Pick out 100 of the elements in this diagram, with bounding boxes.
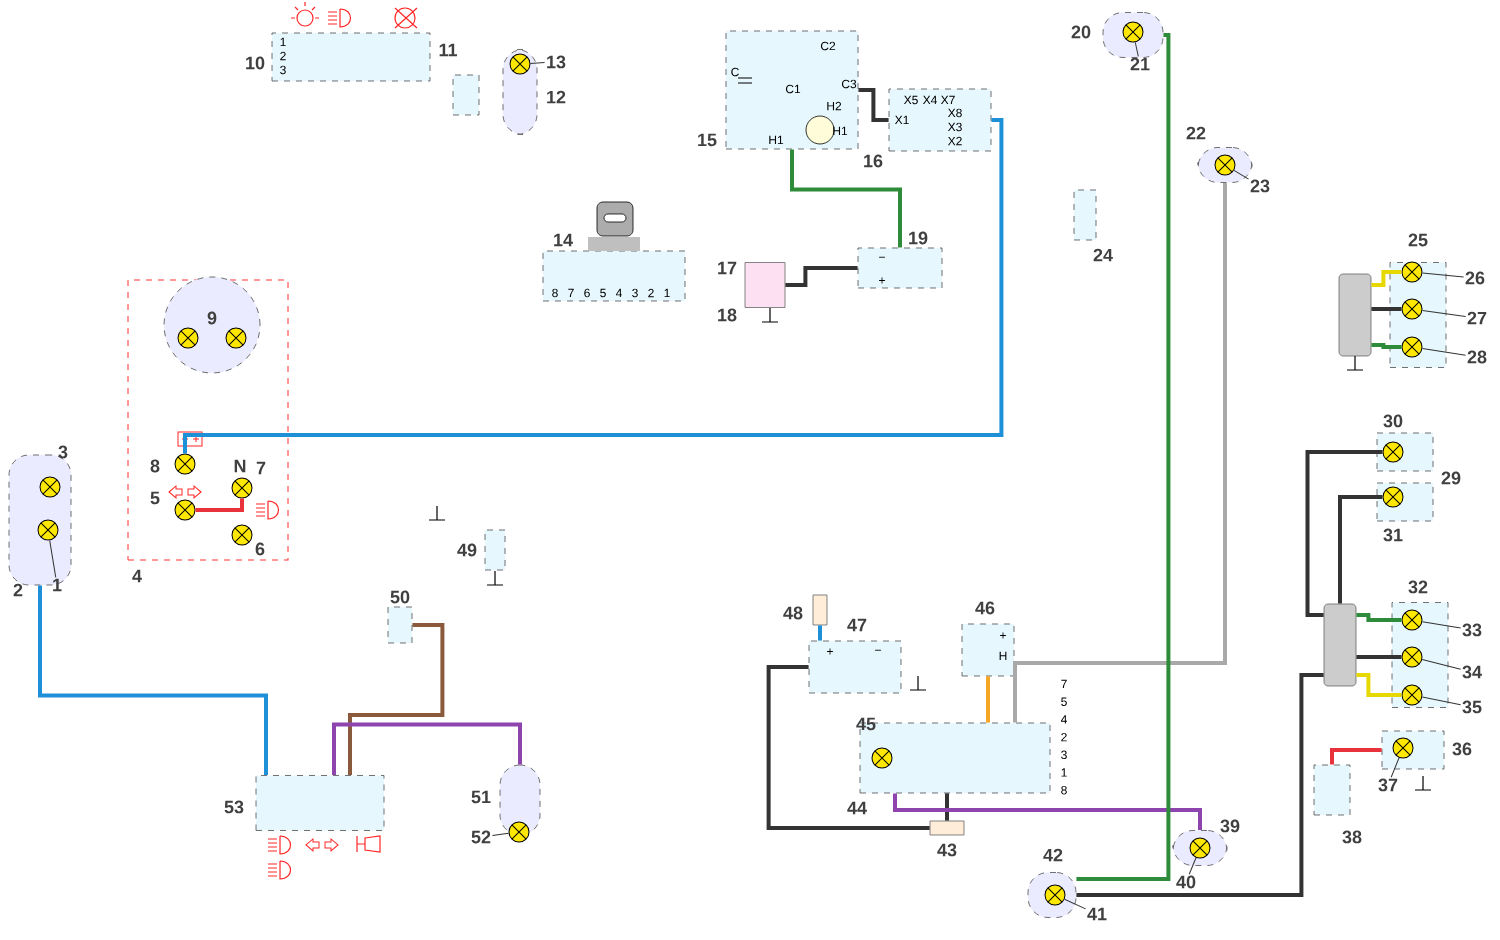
- callout-number: 27: [1467, 311, 1487, 325]
- terminal-label: 5: [600, 288, 606, 298]
- lamp: [1189, 837, 1211, 859]
- terminal-label: X4: [922, 95, 937, 105]
- callout-number: 9: [207, 311, 217, 325]
- wire: [790, 149, 902, 248]
- lamp-housing: [163, 276, 261, 374]
- callout-number: 45: [856, 717, 876, 731]
- battery-box: [808, 640, 902, 694]
- terminal-label: X7: [940, 95, 955, 105]
- callout-number: 42: [1043, 848, 1063, 862]
- lamp: [37, 519, 59, 541]
- callout-number: 48: [783, 606, 803, 620]
- terminal-label: −: [879, 256, 885, 258]
- ignition-switch-box: [542, 250, 686, 302]
- lamp: [174, 499, 196, 521]
- lamp: [1401, 336, 1423, 358]
- callout-number: 30: [1383, 414, 1403, 428]
- switch-box: [1073, 189, 1097, 241]
- callout-number: 13: [547, 55, 566, 69]
- terminal-label: +: [827, 648, 833, 655]
- callout-number: 35: [1462, 700, 1482, 714]
- terminal-label: C2: [820, 41, 836, 51]
- callout-number: 41: [1087, 907, 1107, 921]
- lamp: [1401, 684, 1423, 706]
- fuse: [929, 820, 965, 836]
- wire: [1356, 673, 1402, 697]
- terminal-label: X3: [947, 122, 962, 132]
- callout-number: 23: [1250, 179, 1270, 193]
- terminal-label: 4: [615, 288, 622, 298]
- lamp: [1122, 21, 1144, 43]
- leader-line: [1188, 857, 1197, 875]
- callout-number: 5: [150, 491, 160, 505]
- callout-number: 2: [13, 583, 23, 597]
- terminal-label: 6: [584, 288, 590, 298]
- spark-plug: [744, 262, 786, 308]
- wire: [858, 88, 889, 122]
- callout-number: 22: [1186, 126, 1206, 140]
- terminal-label: 1: [1061, 768, 1067, 777]
- terminal-block: [1338, 273, 1372, 357]
- leader-line: [1421, 309, 1467, 317]
- terminal-label: 3: [1061, 750, 1067, 760]
- terminal-label: X8: [947, 108, 962, 118]
- callout-number: 28: [1467, 350, 1487, 364]
- lamp-housing: [499, 764, 541, 836]
- wire: [332, 722, 522, 776]
- terminal-label: H1: [833, 126, 848, 136]
- leader-line: [1421, 696, 1462, 706]
- callout-number: 20: [1071, 25, 1091, 39]
- callout-number: 32: [1408, 580, 1428, 594]
- leader-line: [1390, 757, 1400, 778]
- callout-number: 19: [909, 231, 928, 245]
- callout-number: 26: [1465, 271, 1485, 285]
- callout-number: 6: [255, 542, 265, 556]
- lamp: [225, 327, 247, 349]
- terminal-label: H2: [827, 101, 842, 111]
- callout-number: 16: [864, 154, 883, 168]
- callout-number: 33: [1462, 623, 1482, 637]
- ignition-coil-box: [857, 247, 943, 289]
- terminal-label: 2: [648, 288, 654, 298]
- terminal-label: C1: [785, 84, 801, 94]
- leader-line: [1421, 272, 1465, 278]
- wire: [893, 793, 1202, 831]
- callout-number: 37: [1378, 778, 1398, 792]
- terminal-label: H: [999, 651, 1007, 661]
- lamp: [231, 524, 253, 546]
- leader-line: [1064, 898, 1087, 910]
- terminal-label: 2: [280, 51, 286, 61]
- callout-number: 36: [1452, 742, 1472, 756]
- terminal-label: H1: [769, 135, 784, 145]
- terminal-label: +: [1000, 632, 1006, 639]
- leader-line: [1421, 621, 1462, 629]
- terminal-label: 8: [552, 288, 558, 298]
- leader-line: [1233, 169, 1250, 180]
- wire: [1356, 655, 1402, 659]
- callout-number: 14: [554, 233, 573, 247]
- lamp-housing: [502, 49, 538, 135]
- wire: [1330, 748, 1382, 765]
- lamp: [1401, 646, 1423, 668]
- callout-number: 1: [53, 578, 62, 592]
- lamp: [1392, 737, 1414, 759]
- terminal-label: X2: [947, 136, 962, 146]
- leader-line: [1421, 659, 1462, 670]
- lamp: [508, 821, 530, 843]
- callout-number: 34: [1462, 665, 1482, 679]
- callout-number: 44: [847, 801, 867, 815]
- wire: [183, 118, 1004, 454]
- callout-number: 51: [471, 790, 491, 804]
- lamp: [1382, 441, 1404, 463]
- callout-number: 39: [1220, 819, 1240, 833]
- terminal-label: −: [875, 649, 881, 651]
- wire: [945, 793, 949, 821]
- callout-number: 40: [1176, 875, 1196, 889]
- wire: [1356, 613, 1402, 622]
- switch-box: [484, 529, 506, 571]
- callout-number: 17: [718, 261, 737, 275]
- generator-box: [725, 30, 859, 150]
- relay-box: [961, 623, 1015, 677]
- callout-number: 46: [975, 601, 995, 615]
- callout-number: 11: [439, 43, 457, 57]
